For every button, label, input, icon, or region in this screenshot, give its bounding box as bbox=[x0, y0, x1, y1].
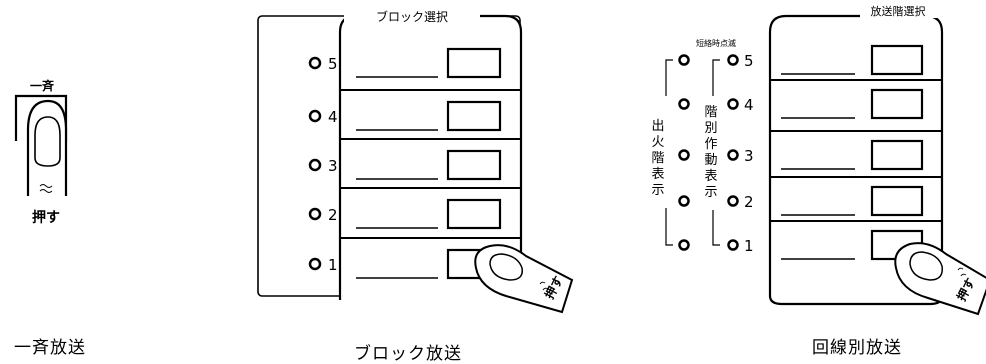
fingernail-icon bbox=[34, 116, 61, 167]
floor-row-label: 4 bbox=[744, 96, 754, 114]
floor-select-button[interactable] bbox=[870, 139, 924, 171]
all-broadcast-button-label: 一斉 bbox=[30, 78, 55, 93]
short-circuit-label: 短絡時点滅 bbox=[696, 38, 736, 48]
press-motion-icon bbox=[957, 267, 967, 277]
floor-operation-bracket bbox=[712, 59, 720, 246]
fingernail-icon bbox=[909, 251, 943, 281]
floor-panel-title: 放送階選択 bbox=[871, 4, 926, 18]
fire-floor-bracket bbox=[665, 59, 673, 246]
fire-floor-led bbox=[678, 239, 690, 251]
block-row-label: 2 bbox=[328, 206, 338, 224]
floor-operation-led bbox=[727, 98, 739, 110]
line-broadcast-caption: 回線別放送 bbox=[812, 338, 902, 358]
floor-operation-led bbox=[727, 195, 739, 207]
fire-floor-char: 出 bbox=[651, 119, 664, 134]
floor-operation-char: 動 bbox=[704, 153, 717, 168]
block-rows: 5 4 3 2 1 bbox=[308, 47, 521, 280]
floor-row-label: 3 bbox=[744, 147, 754, 165]
floor-operation-char: 表 bbox=[704, 169, 717, 184]
floor-operation-led bbox=[727, 149, 739, 161]
fire-floor-char: 表 bbox=[651, 167, 664, 182]
floor-operation-char: 階 bbox=[704, 105, 717, 120]
press-motion-icon bbox=[39, 184, 53, 193]
block-panel-title: ブロック選択 bbox=[376, 9, 448, 24]
block-led bbox=[308, 158, 322, 172]
all-broadcast-push-label: 押す bbox=[32, 209, 60, 226]
fire-floor-led bbox=[678, 195, 690, 207]
all-broadcast-figure: 一斉 押す bbox=[14, 78, 68, 226]
block-select-button[interactable] bbox=[446, 100, 502, 132]
block-led bbox=[308, 56, 322, 70]
floor-row-label: 1 bbox=[744, 237, 754, 255]
fire-floor-char: 火 bbox=[651, 135, 664, 150]
block-select-button[interactable] bbox=[446, 47, 502, 79]
floor-select-button[interactable] bbox=[870, 185, 924, 217]
fire-floor-leds bbox=[678, 54, 690, 251]
block-row-label: 1 bbox=[328, 256, 338, 274]
block-led bbox=[308, 207, 322, 221]
block-select-button[interactable] bbox=[446, 198, 502, 230]
floor-operation-char: 作 bbox=[704, 137, 717, 152]
fire-floor-led bbox=[678, 149, 690, 161]
block-led bbox=[308, 257, 322, 271]
fire-floor-char: 示 bbox=[651, 183, 664, 198]
fingernail-icon bbox=[489, 253, 523, 281]
press-motion-icon bbox=[539, 281, 549, 291]
floor-operation-char: 別 bbox=[704, 121, 717, 136]
floor-row-label: 5 bbox=[744, 52, 754, 70]
finger-icon bbox=[26, 99, 68, 196]
finger-icon bbox=[894, 242, 986, 316]
block-select-button[interactable] bbox=[446, 149, 502, 181]
fire-floor-led bbox=[678, 98, 690, 110]
floor-operation-char: 示 bbox=[704, 185, 717, 200]
block-led bbox=[308, 109, 322, 123]
block-row-label: 3 bbox=[328, 157, 338, 175]
block-row-label: 5 bbox=[328, 55, 338, 73]
block-broadcast-caption: ブロック放送 bbox=[354, 344, 462, 364]
floor-operation-led bbox=[727, 239, 739, 251]
fire-floor-led bbox=[678, 54, 690, 66]
finger-icon bbox=[474, 244, 574, 314]
floor-select-button[interactable] bbox=[870, 44, 924, 76]
floor-operation-led bbox=[727, 54, 739, 66]
floor-row-label: 2 bbox=[744, 193, 754, 211]
all-broadcast-caption: 一斉放送 bbox=[14, 338, 86, 358]
fire-floor-char: 階 bbox=[651, 151, 664, 166]
block-row-label: 4 bbox=[328, 108, 338, 126]
floor-select-button[interactable] bbox=[870, 88, 924, 120]
